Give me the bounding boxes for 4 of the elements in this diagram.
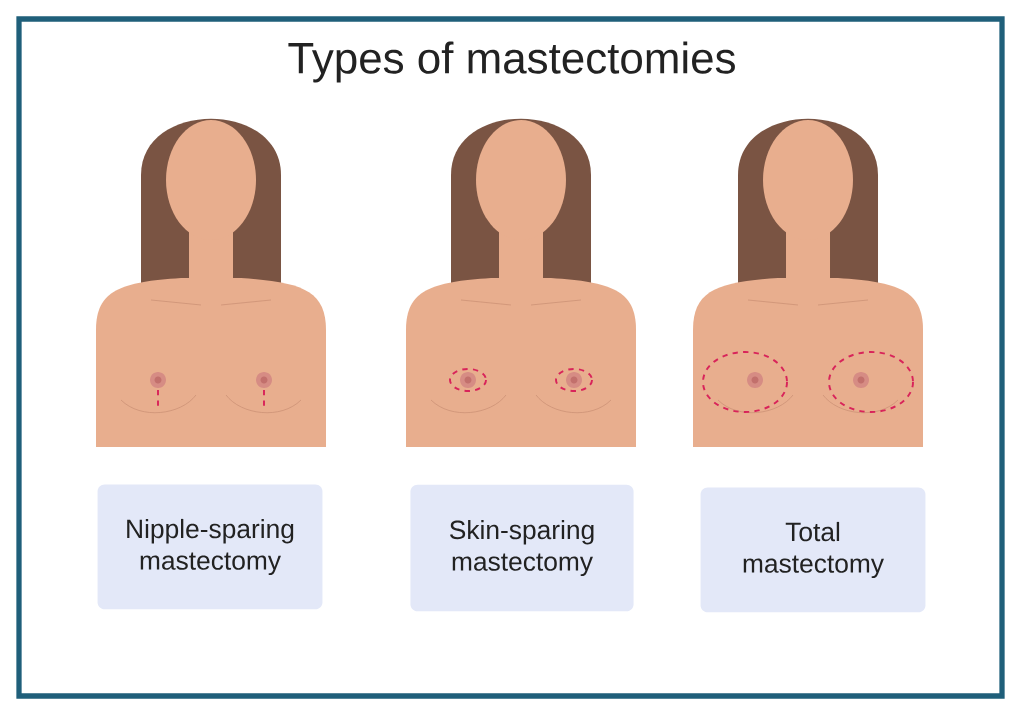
title: Types of mastectomies xyxy=(288,41,735,83)
label-box: Total mastectomy xyxy=(700,487,926,613)
label-box: Nipple-sparing mastectomy xyxy=(97,484,323,610)
label-box: Skin-sparing mastectomy xyxy=(410,484,634,612)
